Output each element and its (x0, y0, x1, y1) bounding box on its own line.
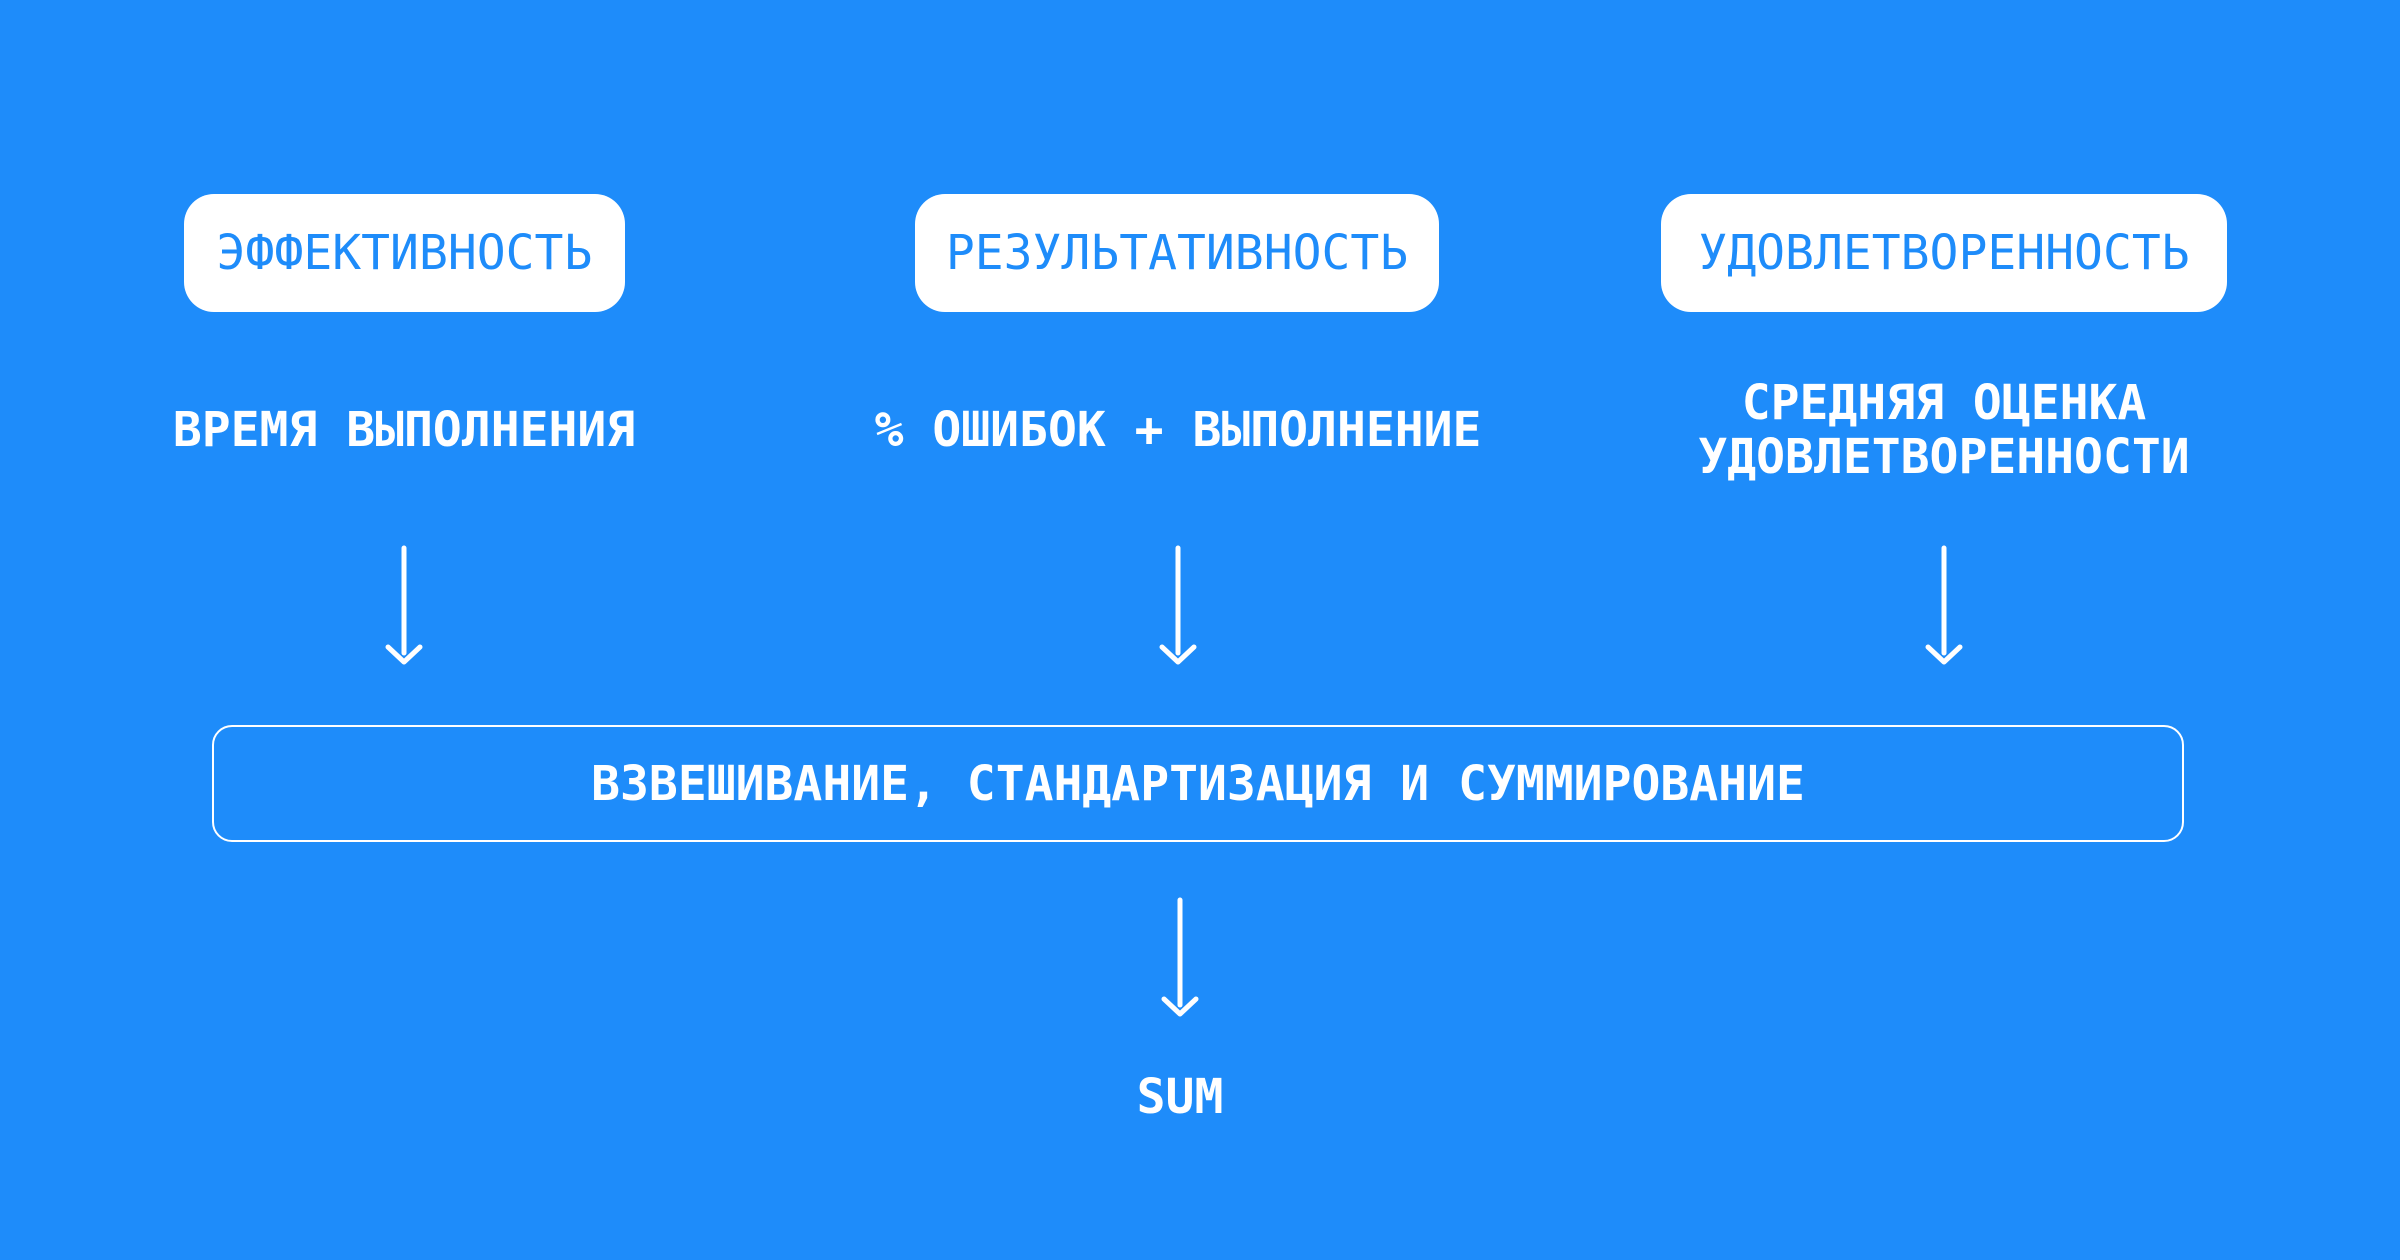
metric-effectiveness: ВРЕМЯ ВЫПОЛНЕНИЯ (173, 403, 635, 457)
card-satisfaction-label: УДОВЛЕТВОРЕННОСТЬ (1698, 225, 2190, 281)
down-arrow-icon (385, 545, 423, 665)
metric-efficiency-line: % ОШИБОК + ВЫПОЛНЕНИЕ (874, 402, 1482, 458)
down-arrow-icon (1159, 545, 1197, 665)
metric-satisfaction-line: УДОВЛЕТВОРЕННОСТИ (1698, 429, 2190, 485)
card-satisfaction: УДОВЛЕТВОРЕННОСТЬ (1661, 194, 2227, 312)
down-arrow-icon (1161, 897, 1199, 1017)
metric-satisfaction: СРЕДНЯЯ ОЦЕНКА УДОВЛЕТВОРЕННОСТИ (1698, 376, 2189, 484)
aggregation-box: ВЗВЕШИВАНИЕ, СТАНДАРТИЗАЦИЯ И СУММИРОВАН… (212, 725, 2184, 842)
metric-effectiveness-line: ВРЕМЯ ВЫПОЛНЕНИЯ (172, 402, 636, 458)
aggregation-box-label: ВЗВЕШИВАНИЕ, СТАНДАРТИЗАЦИЯ И СУММИРОВАН… (591, 755, 1805, 812)
sum-result-label: SUM (1136, 1069, 1224, 1125)
card-effectiveness-label: ЭФФЕКТИВНОСТЬ (216, 225, 593, 281)
metric-satisfaction-line: СРЕДНЯЯ ОЦЕНКА (1741, 375, 2147, 431)
down-arrow-icon (1925, 545, 1963, 665)
metric-efficiency: % ОШИБОК + ВЫПОЛНЕНИЕ (875, 403, 1482, 457)
card-efficiency: РЕЗУЛЬТАТИВНОСТЬ (915, 194, 1439, 312)
card-effectiveness: ЭФФЕКТИВНОСТЬ (184, 194, 625, 312)
card-efficiency-label: РЕЗУЛЬТАТИВНОСТЬ (945, 225, 1409, 281)
